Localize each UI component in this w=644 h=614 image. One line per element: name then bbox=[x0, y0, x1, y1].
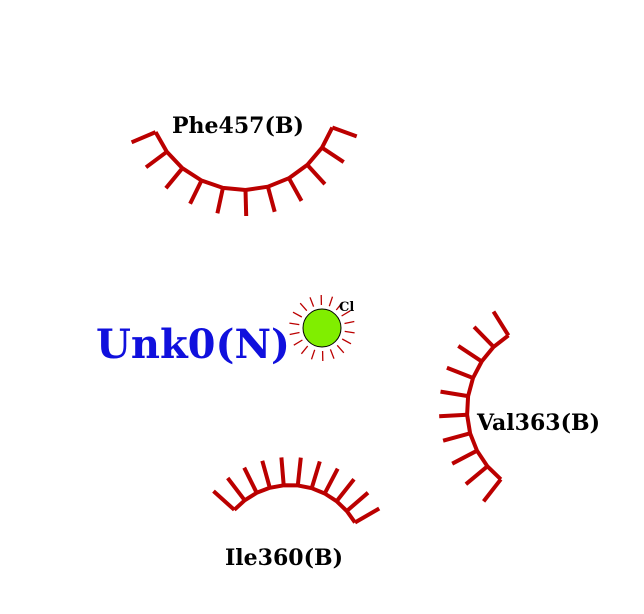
ile360-spoke bbox=[309, 460, 322, 489]
residue-label-phe457: Phe457(B) bbox=[172, 113, 304, 139]
ile360-spoke bbox=[295, 457, 303, 486]
atom-contact-spoke bbox=[341, 310, 351, 317]
ligand-label: Unk0(N) bbox=[96, 321, 290, 368]
val363-spoke bbox=[472, 325, 496, 349]
ile360-spoke bbox=[212, 489, 236, 512]
atom-contact-spoke bbox=[289, 322, 300, 326]
phe457-spoke bbox=[243, 189, 249, 217]
val363-spoke bbox=[440, 389, 469, 399]
phe457-spoke bbox=[164, 166, 184, 190]
atom-contact-spoke bbox=[344, 330, 355, 334]
atom-contact-spoke bbox=[335, 301, 344, 311]
atom-contact-spoke bbox=[310, 349, 316, 360]
phe457-spoke bbox=[130, 130, 157, 145]
atom-contact-spoke bbox=[341, 338, 352, 345]
val363-spoke bbox=[451, 448, 478, 466]
atom-contact-spoke bbox=[328, 296, 334, 307]
ile360-spoke bbox=[279, 457, 286, 486]
atom-contact-spoke bbox=[300, 345, 309, 355]
atom-contact-spoke bbox=[329, 349, 335, 359]
val363-spoke bbox=[482, 478, 503, 503]
phe457-spoke bbox=[320, 146, 345, 164]
atom-contact-spoke bbox=[336, 344, 345, 354]
residue-ile360-arc bbox=[212, 457, 381, 525]
ile360-spoke bbox=[226, 476, 247, 502]
atom-contact-spoke bbox=[344, 320, 355, 325]
atom-element-label: Cl bbox=[339, 300, 354, 315]
atom-contact-spoke bbox=[299, 302, 308, 312]
ile360-spoke bbox=[322, 467, 340, 495]
phe457-spoke bbox=[215, 187, 225, 214]
ile360-spoke bbox=[260, 460, 272, 489]
val363-spoke bbox=[439, 412, 468, 419]
atom-contact-spoke bbox=[289, 331, 300, 336]
phe457-spoke bbox=[144, 150, 168, 169]
val363-spoke bbox=[491, 310, 511, 337]
phe457-spoke bbox=[287, 177, 304, 202]
cl-atom-sphere bbox=[302, 308, 342, 348]
ile360-spoke bbox=[335, 478, 356, 503]
ile360-spoke bbox=[345, 491, 370, 513]
phe457-spoke bbox=[265, 186, 277, 213]
ile360-spoke bbox=[353, 506, 381, 525]
atom-contact-spoke bbox=[309, 297, 315, 307]
ile360-spoke bbox=[242, 466, 259, 494]
val363-spoke bbox=[464, 464, 489, 486]
val363-spoke bbox=[446, 365, 474, 380]
phe457-spoke bbox=[331, 125, 358, 139]
residue-label-ile360: Ile360(B) bbox=[225, 545, 343, 571]
phe457-spoke bbox=[188, 179, 204, 205]
residue-phe457-arc bbox=[130, 125, 358, 217]
phe457-spoke bbox=[305, 163, 327, 186]
val363-spoke bbox=[442, 431, 471, 443]
val363-arc-line bbox=[465, 333, 510, 481]
atom-contact-spoke bbox=[293, 339, 303, 346]
residue-val363-arc bbox=[439, 310, 511, 503]
val363-spoke bbox=[457, 344, 483, 364]
atom-contact-spoke bbox=[292, 311, 303, 318]
ile360-arc-line bbox=[232, 483, 357, 524]
atom-spokes bbox=[289, 294, 355, 362]
residue-label-val363: Val363(B) bbox=[476, 410, 600, 436]
